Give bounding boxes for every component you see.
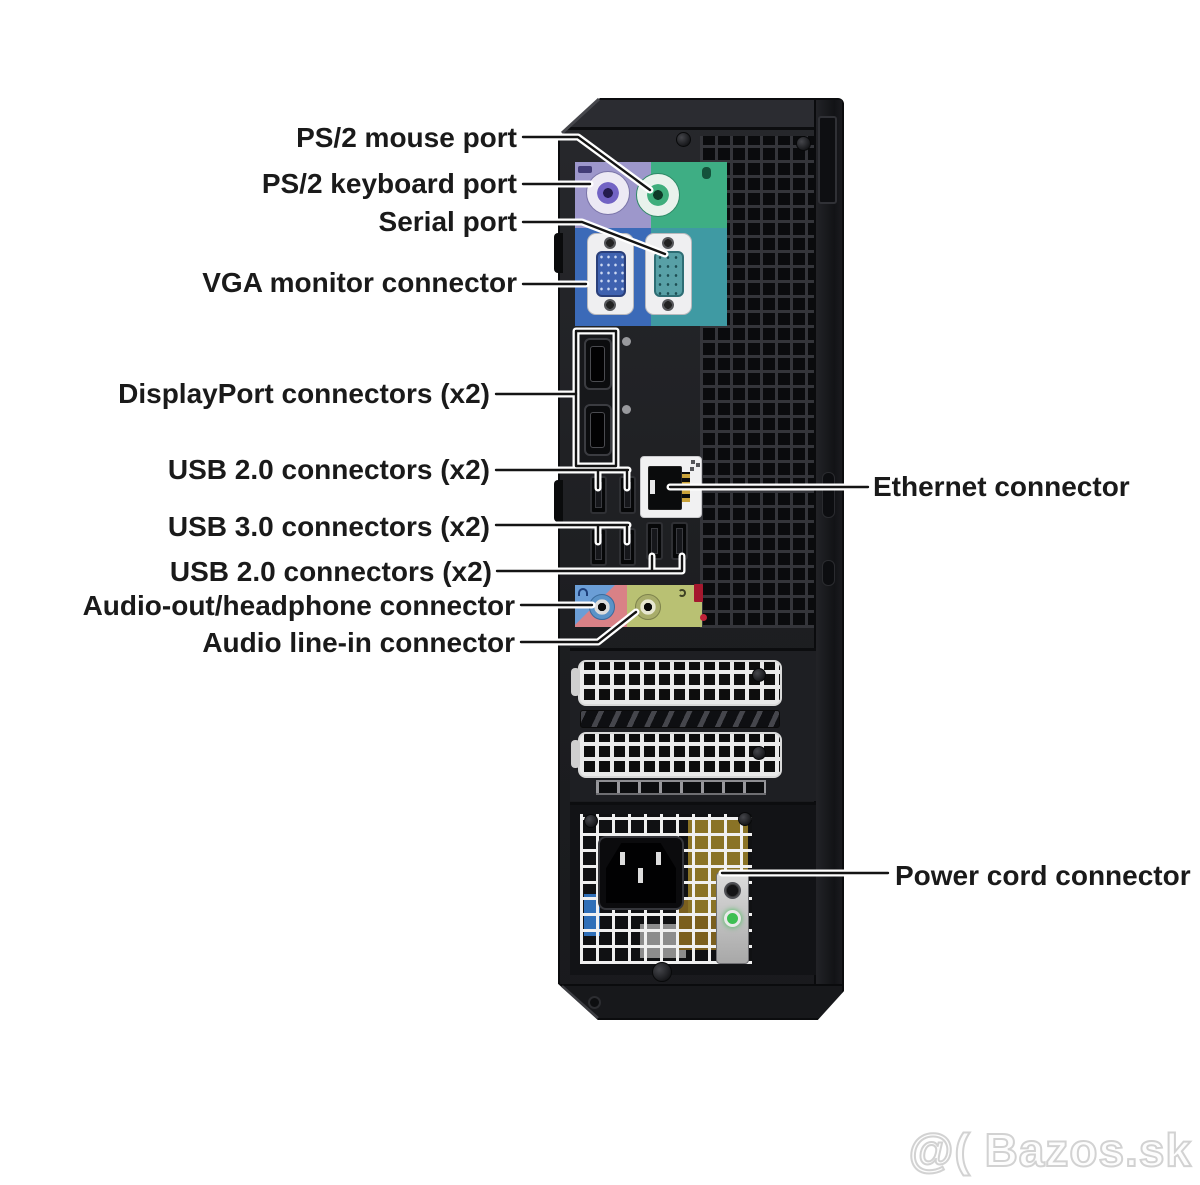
red-component xyxy=(694,584,703,602)
psu-screw-large xyxy=(652,962,672,982)
ethernet-contacts xyxy=(682,472,690,502)
dp-screw xyxy=(622,405,631,414)
usb-2-port-icon xyxy=(671,522,688,560)
line-in-icon xyxy=(678,589,686,597)
usb-3-port-icon xyxy=(590,528,607,566)
red-led xyxy=(700,614,707,621)
psu-screw xyxy=(584,814,598,828)
chassis-bottom-band xyxy=(560,984,842,1018)
label-usb2-connectors-bottom: USB 2.0 connectors (x2) xyxy=(169,556,492,587)
serial-screw xyxy=(662,237,674,249)
expansion-slot-cover-2 xyxy=(578,732,782,778)
left-edge-tab xyxy=(554,233,563,273)
vga-dsub xyxy=(596,251,626,297)
headphone-icon xyxy=(578,588,588,596)
vga-screw xyxy=(604,299,616,311)
ps2-mouse-port-icon xyxy=(636,173,680,217)
label-audio-out-connector: Audio-out/headphone connector xyxy=(82,590,515,621)
mouse-icon xyxy=(702,167,711,179)
slot-cover-tab xyxy=(571,740,580,768)
psu-button xyxy=(724,882,741,899)
panel-screw xyxy=(676,132,691,147)
vga-screw xyxy=(604,237,616,249)
usb-3-port-icon xyxy=(619,528,636,566)
ethernet-clip xyxy=(650,480,655,494)
power-pin xyxy=(638,868,643,883)
label-usb2-connectors-top: USB 2.0 connectors (x2) xyxy=(167,454,490,485)
label-vga-connector: VGA monitor connector xyxy=(202,267,517,298)
usb-2-port-icon xyxy=(619,476,636,514)
label-usb3-connectors: USB 3.0 connectors (x2) xyxy=(167,511,490,542)
label-ps2-mouse-port: PS/2 mouse port xyxy=(296,122,517,153)
audio-out-jack-icon xyxy=(589,594,615,620)
power-led-icon xyxy=(724,910,741,927)
ps2-keyboard-port-icon xyxy=(586,171,630,215)
chassis-right-edge xyxy=(814,100,842,1018)
usb-2-port-icon xyxy=(590,476,607,514)
label-displayport-connectors: DisplayPort connectors (x2) xyxy=(118,378,490,409)
label-ps2-keyboard-port: PS/2 keyboard port xyxy=(261,168,517,199)
label-audio-line-in-connector: Audio line-in connector xyxy=(202,627,515,658)
chassis-top-face xyxy=(560,100,842,130)
chassis-foot xyxy=(588,996,601,1009)
label-ethernet-connector: Ethernet connector xyxy=(873,471,1130,502)
label-power-cord-connector: Power cord connector xyxy=(895,860,1191,891)
power-pin xyxy=(656,852,661,865)
displayport-slot xyxy=(590,412,605,448)
dp-screw xyxy=(622,337,631,346)
ethernet-activity-icon xyxy=(691,460,695,464)
slot-screw xyxy=(752,746,766,760)
psu-screw xyxy=(738,812,752,826)
vent-row xyxy=(596,780,766,795)
label-serial-port: Serial port xyxy=(378,206,517,237)
serial-screw xyxy=(662,299,674,311)
latch-cutout xyxy=(822,472,835,518)
slot-cover-tab xyxy=(571,668,580,696)
usb-2-port-icon xyxy=(646,522,663,560)
power-pin xyxy=(620,852,625,865)
chassis-seam xyxy=(570,802,816,805)
displayport-slot xyxy=(590,346,605,382)
chassis-latch xyxy=(818,116,837,204)
slot-screw xyxy=(752,668,766,682)
watermark: @( Bazos.sk xyxy=(908,1124,1192,1176)
keyboard-icon xyxy=(578,166,592,173)
serial-dsub xyxy=(654,251,684,297)
expansion-slot-cover-1 xyxy=(578,660,782,706)
panel-screw xyxy=(796,136,811,151)
slot-retention-strip xyxy=(580,710,780,728)
latch-cutout xyxy=(822,560,835,586)
left-edge-tab xyxy=(554,480,563,522)
chassis-seam xyxy=(570,648,816,651)
audio-in-jack-icon xyxy=(635,594,661,620)
